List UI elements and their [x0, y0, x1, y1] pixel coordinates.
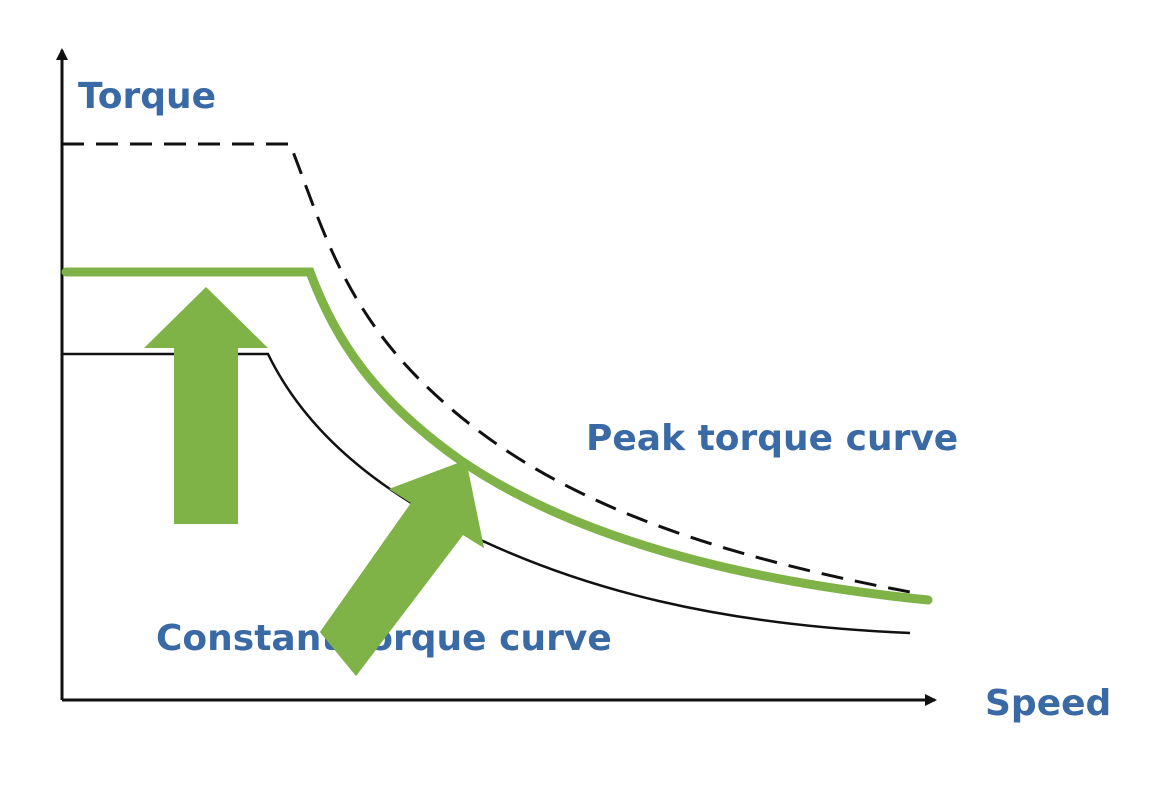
peak-torque-label: Peak torque curve — [586, 418, 958, 459]
y-axis-label: Torque — [78, 76, 216, 117]
x-axis-label: Speed — [985, 683, 1111, 724]
diagonal-up-arrow-overlay — [320, 460, 484, 676]
vertical-up-arrow — [144, 287, 268, 524]
improved-torque-curve — [61, 267, 933, 605]
peak-torque-curve — [62, 142, 911, 594]
